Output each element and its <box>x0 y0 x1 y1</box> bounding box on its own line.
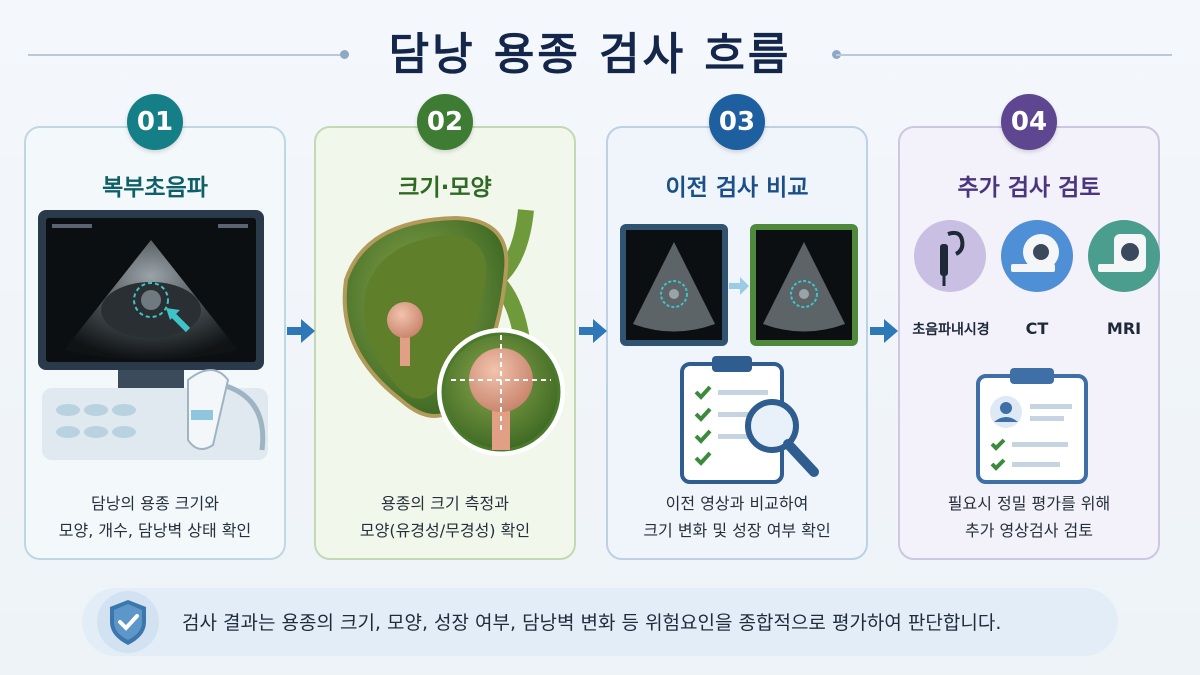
flow-arrow-icon <box>579 319 607 343</box>
step-description-line: 필요시 정밀 평가를 위해 <box>947 494 1111 513</box>
step-number-badge: 03 <box>709 94 765 150</box>
gallbladder-polyp-icon <box>342 209 565 456</box>
title-divider-left <box>28 54 344 56</box>
step-number-badge: 02 <box>417 94 473 150</box>
step-description-line: 이전 영상과 비교하여 <box>665 494 809 513</box>
title-divider-right <box>836 54 1172 56</box>
step-card-additional-tests: 추가 검사 검토 필요시 정밀 평가를 위해 추가 영상검사 검토 <box>898 126 1160 560</box>
step-title: 추가 검사 검토 <box>957 175 1101 201</box>
compare-arrow-icon <box>729 277 749 295</box>
endoscope-icon <box>914 220 986 292</box>
step-description: 필요시 정밀 평가를 위해 추가 영상검사 검토 <box>900 490 1158 544</box>
step-description: 담낭의 용종 크기와 모양, 개수, 담낭벽 상태 확인 <box>26 490 284 544</box>
patient-report-icon <box>976 368 1088 484</box>
tool-label-endoscopic-ultrasound: 초음파내시경 <box>912 322 990 338</box>
page-title: 담낭 용종 검사 흐름 <box>388 29 792 80</box>
tool-label-ct: CT <box>1025 319 1049 338</box>
step-description-line: 모양(유경성/무경성) 확인 <box>359 521 531 540</box>
step-description: 용종의 크기 측정과 모양(유경성/무경성) 확인 <box>316 490 574 544</box>
tool-label-mri: MRI <box>1106 319 1142 338</box>
step-title: 이전 검사 비교 <box>665 175 809 201</box>
summary-text: 검사 결과는 용종의 크기, 모양, 성장 여부, 담낭벽 변화 등 위험요인을… <box>182 612 1002 634</box>
step-description: 이전 영상과 비교하여 크기 변화 및 성장 여부 확인 <box>608 490 866 544</box>
step-description-line: 모양, 개수, 담낭벽 상태 확인 <box>58 521 252 540</box>
step-description-line: 크기 변화 및 성장 여부 확인 <box>643 521 831 540</box>
shield-check-icon <box>97 591 159 653</box>
mri-scanner-icon <box>1088 220 1160 292</box>
step-title: 복부초음파 <box>102 175 208 201</box>
checklist-magnifier-icon <box>680 356 819 484</box>
ultrasound-previous-scan-icon <box>620 224 728 346</box>
step-description-line: 담낭의 용종 크기와 <box>91 494 219 513</box>
step-number-badge: 04 <box>1001 94 1057 150</box>
step-description-line: 용종의 크기 측정과 <box>381 494 509 513</box>
summary-banner <box>82 588 1118 656</box>
step-number-badge: 01 <box>127 94 183 150</box>
flow-arrow-icon <box>870 319 898 343</box>
flow-arrow-icon <box>287 319 315 343</box>
step-title: 크기·모양 <box>398 175 492 201</box>
ultrasound-current-scan-icon <box>750 224 858 346</box>
ultrasound-machine-icon <box>38 210 268 460</box>
title-dot-left <box>340 50 349 59</box>
step-description-line: 추가 영상검사 검토 <box>965 521 1093 540</box>
header: 담낭 용종 검사 흐름 <box>0 10 1200 80</box>
ct-scanner-icon <box>1001 220 1073 292</box>
